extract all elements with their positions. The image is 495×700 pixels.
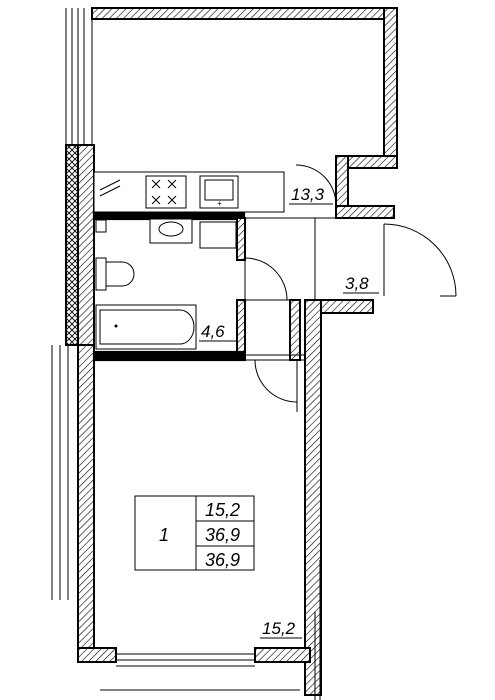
svg-text:+: + xyxy=(217,199,222,208)
doors xyxy=(244,164,457,412)
window-lines xyxy=(51,8,321,700)
hallway-area-label: 3,8 xyxy=(345,274,369,293)
rooms-count: 1 xyxy=(159,525,169,545)
kitchen-counter: + xyxy=(93,171,285,213)
balcony-area-label: 15,2 xyxy=(262,619,296,638)
summary-total-area: 36,9 xyxy=(205,525,240,545)
stove-burners-icon xyxy=(151,179,177,205)
bathtub-icon xyxy=(95,304,197,350)
interior-walls xyxy=(92,210,305,362)
summary-living-area: 15,2 xyxy=(205,500,240,520)
exterior-walls xyxy=(65,7,398,696)
bathroom-fixtures xyxy=(95,218,237,350)
area-summary-table: 1 15,2 36,9 36,9 xyxy=(134,495,255,571)
toilet-icon xyxy=(95,257,135,291)
bathroom-area-label: 4,6 xyxy=(201,322,225,341)
summary-total-with-balcony: 36,9 xyxy=(205,550,240,570)
living-area-label: 13,3 xyxy=(291,185,325,204)
